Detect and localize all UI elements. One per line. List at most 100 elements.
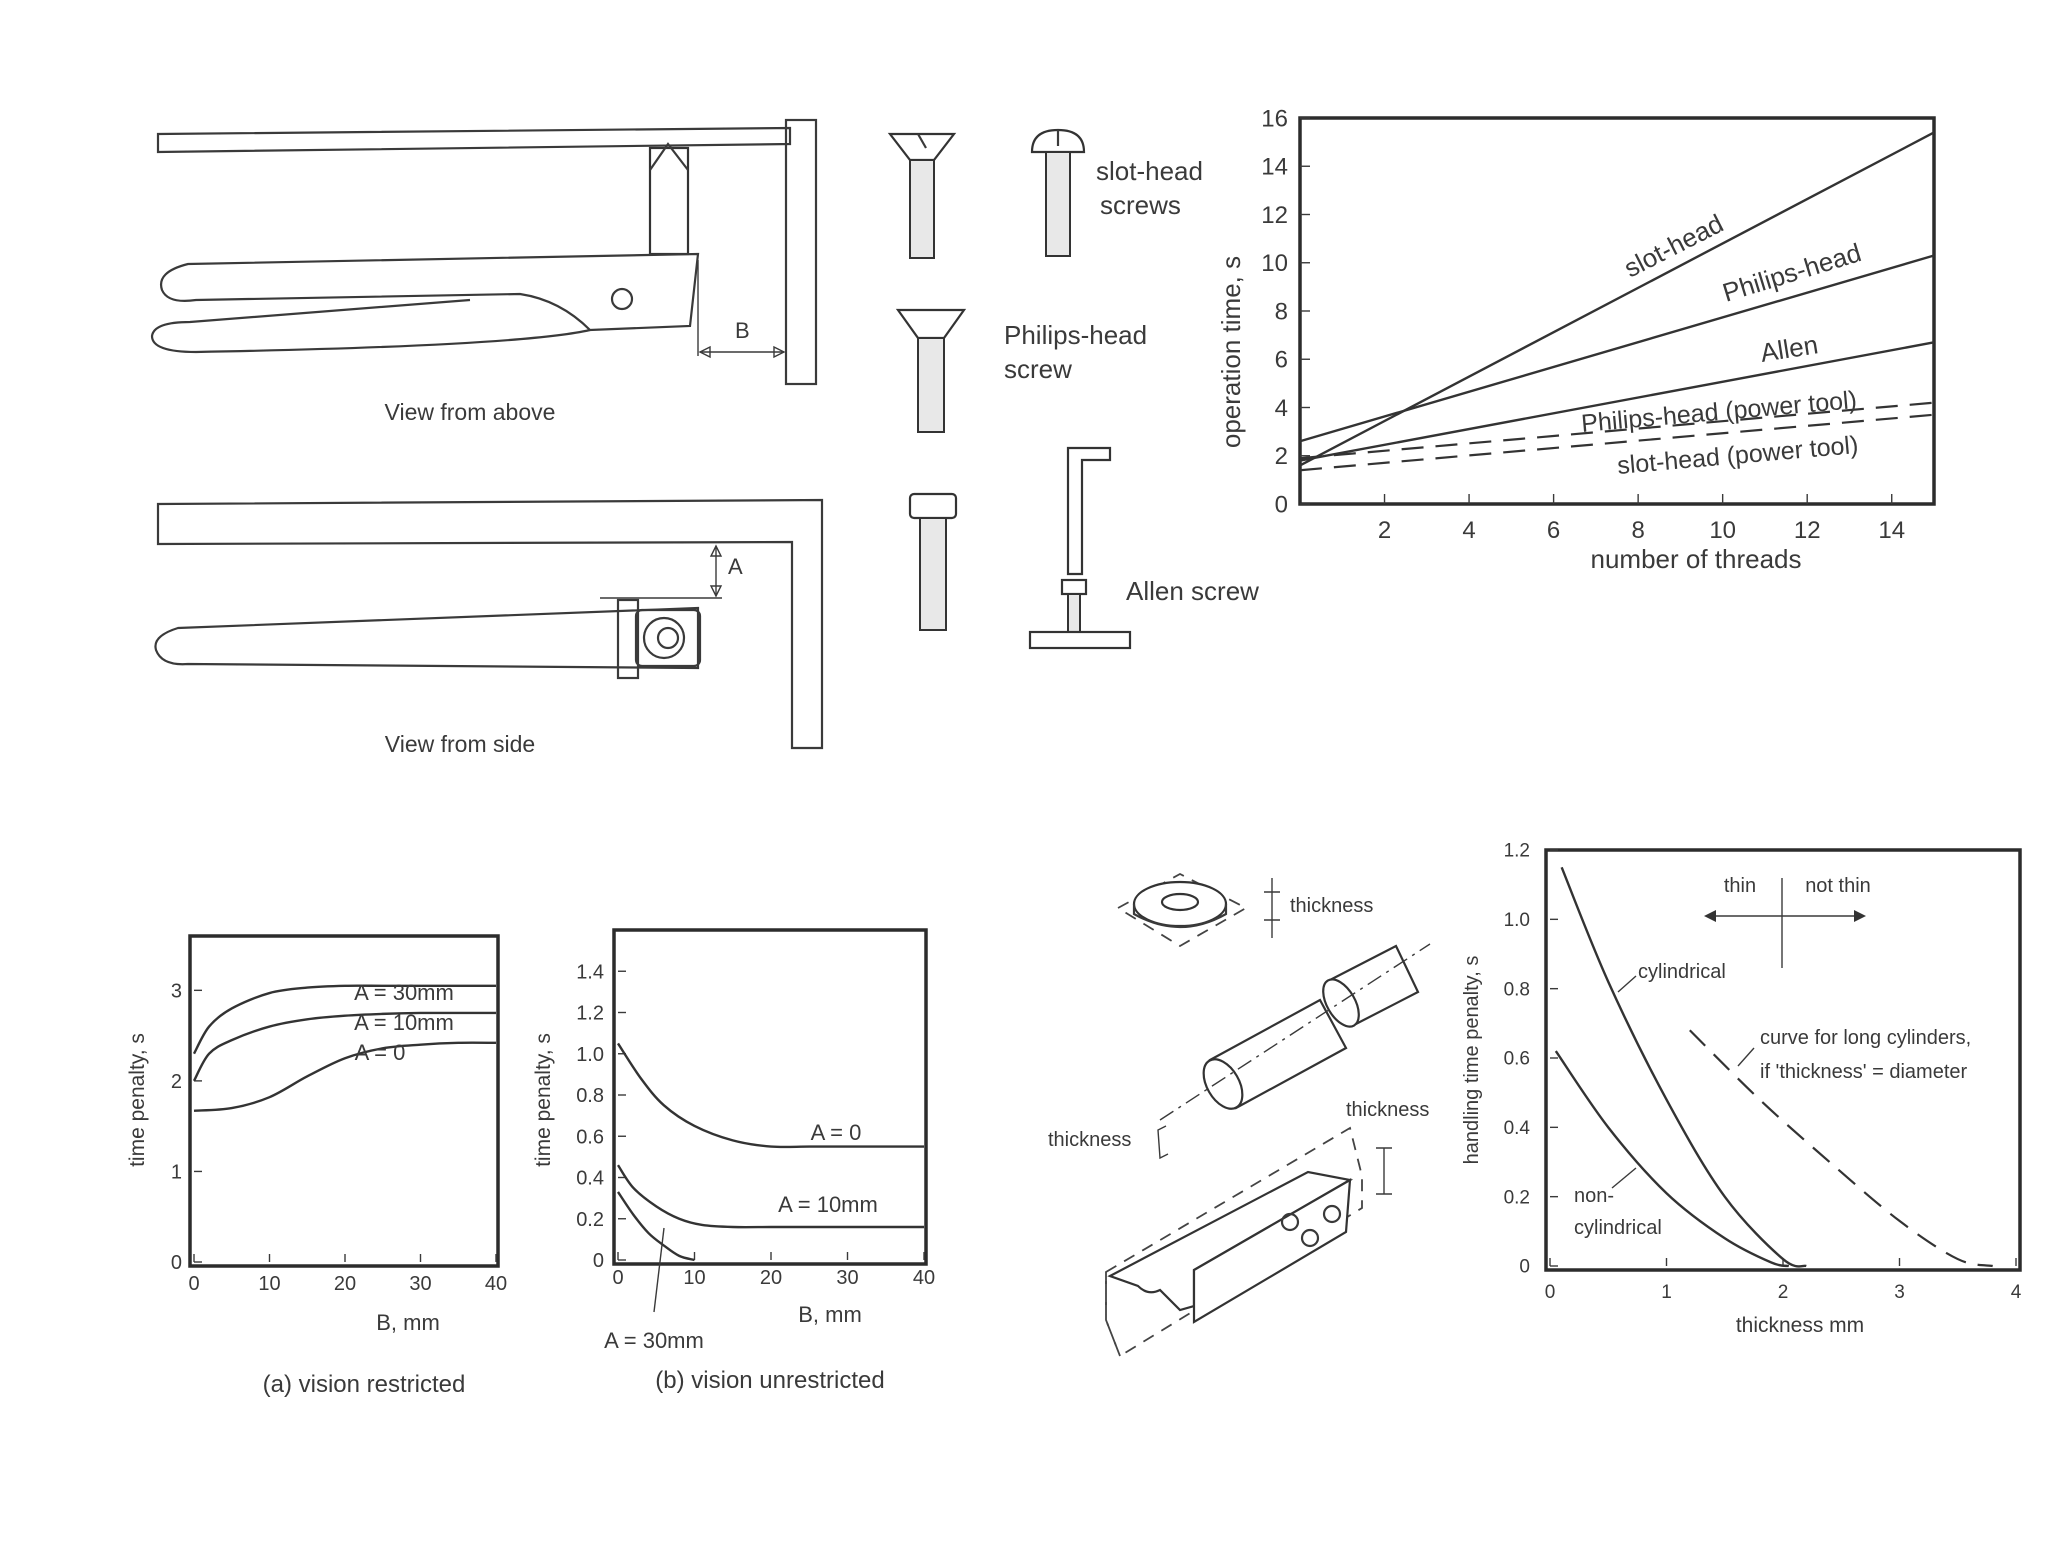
block-thickness-label: thickness — [1346, 1099, 1429, 1121]
y-tick-label: 3 — [171, 980, 182, 1002]
x-tick-label: 0 — [612, 1267, 623, 1289]
parts-panel: thickness thickness thickness — [1048, 872, 1431, 1358]
y-tick-label: 4 — [1275, 395, 1288, 422]
unrestricted-caption: (b) vision unrestricted — [655, 1367, 884, 1394]
thickness-y-ticks: 00.20.40.60.81.01.2 — [1504, 841, 1558, 1278]
series-label-allen: Allen — [1758, 329, 1820, 368]
unrestricted-label-a30: A = 30mm — [604, 1328, 704, 1353]
series-line-a-0 — [616, 1042, 924, 1149]
not-thin-label: not thin — [1805, 875, 1871, 897]
y-tick-label: 0 — [593, 1250, 604, 1272]
screws-panel: slot-head screws Philips-head screw Alle… — [887, 128, 1259, 650]
allen-key-icon — [1028, 446, 1132, 650]
y-tick-label: 6 — [1275, 347, 1288, 374]
philips-label-2: screw — [1004, 354, 1072, 384]
x-tick-label: 0 — [1545, 1282, 1556, 1303]
x-tick-label: 4 — [2011, 1282, 2022, 1303]
series-label-philips-power: Philips-head (power tool) — [1580, 386, 1858, 438]
y-tick-label: 12 — [1261, 202, 1288, 229]
noncyl-leader — [1611, 1167, 1637, 1189]
y-tick-label: 0.2 — [576, 1209, 604, 1231]
long-leader — [1737, 1047, 1755, 1067]
dim-b-label: B — [735, 318, 750, 343]
series-line-philips-head — [1299, 254, 1935, 443]
y-tick-label: 0 — [171, 1252, 182, 1274]
threads-y-label: operation time, s — [1216, 256, 1246, 448]
thin-label: thin — [1724, 875, 1756, 897]
washer-thickness-ticks — [1264, 891, 1280, 921]
series-line-curve-for-long-cylinders-if-thickness-diameter — [1689, 1029, 1993, 1268]
cylinder-part-icon — [1159, 943, 1431, 1121]
series-line-a-30mm — [192, 984, 496, 1055]
slot-head-round-screw — [1030, 128, 1086, 257]
view-above-label: View from above — [385, 399, 556, 425]
x-tick-label: 8 — [1631, 517, 1644, 544]
series-line-slot-head-power-tool — [1299, 413, 1935, 472]
x-tick-label: 10 — [258, 1273, 280, 1295]
series-line-a-0 — [193, 1041, 497, 1112]
y-tick-label: 8 — [1275, 298, 1288, 325]
series-line-allen — [1299, 341, 1935, 462]
cyl-leader — [1617, 975, 1637, 993]
slot-head-label-1: slot-head — [1096, 156, 1203, 186]
fixture-l-bracket — [156, 498, 824, 750]
x-tick-label: 30 — [409, 1273, 431, 1295]
series-line-philips-head-power-tool — [1299, 401, 1935, 460]
screw-tip — [649, 142, 689, 171]
y-tick-label: 0 — [1519, 1257, 1530, 1278]
label-long-1: curve for long cylinders, — [1760, 1027, 1971, 1049]
y-tick-label: 0.2 — [1504, 1187, 1530, 1208]
washer-thickness-label: thickness — [1290, 895, 1373, 917]
y-tick-label: 0.4 — [576, 1168, 604, 1190]
restricted-label-a30: A = 30mm — [354, 980, 454, 1005]
label-noncyl-2: cylindrical — [1574, 1217, 1662, 1239]
unrestricted-a30-leader — [653, 1227, 665, 1313]
jaw-head — [634, 608, 702, 668]
x-tick-label: 40 — [485, 1273, 507, 1295]
washer-icon — [1116, 872, 1248, 948]
y-tick-label: 14 — [1261, 154, 1288, 181]
series-line-a-10mm — [616, 1164, 924, 1229]
series-line-non-cylindrical — [1554, 1050, 1790, 1268]
y-tick-label: 1 — [171, 1161, 182, 1183]
y-tick-label: 1.2 — [576, 1003, 604, 1025]
pliers-side-body — [154, 606, 700, 670]
x-tick-label: 2 — [1778, 1282, 1789, 1303]
y-tick-label: 16 — [1261, 105, 1288, 132]
x-tick-label: 40 — [913, 1267, 935, 1289]
x-tick-label: 4 — [1462, 517, 1475, 544]
y-tick-label: 2 — [171, 1071, 182, 1093]
restricted-y-label: time penalty, s — [126, 1033, 149, 1167]
series-line-a-30mm — [617, 1191, 695, 1262]
x-tick-label: 3 — [1894, 1282, 1905, 1303]
y-tick-label: 0 — [1275, 491, 1288, 518]
unrestricted-label-a10: A = 10mm — [778, 1192, 878, 1217]
y-tick-label: 1.0 — [576, 1044, 604, 1066]
y-tick-label: 1.2 — [1504, 841, 1530, 862]
pliers-pivot — [610, 287, 634, 311]
y-tick-label: 1.0 — [1504, 910, 1530, 931]
label-cylindrical: cylindrical — [1638, 961, 1726, 983]
fixture-post — [784, 118, 818, 386]
threads-x-label: number of threads — [1590, 544, 1801, 574]
y-tick-label: 0.8 — [576, 1085, 604, 1107]
dim-b-arrows — [698, 345, 786, 359]
restricted-label-a10: A = 10mm — [354, 1010, 454, 1035]
view-side-label: View from side — [385, 731, 535, 757]
fixture-bar-top — [156, 126, 792, 154]
x-tick-label: 30 — [836, 1267, 858, 1289]
unrestricted-frame — [612, 928, 928, 1266]
unrestricted-y-ticks: 00.20.40.60.81.01.21.4 — [576, 961, 626, 1272]
thickness-frame — [1544, 848, 2022, 1272]
restricted-caption: (a) vision restricted — [263, 1371, 466, 1398]
jaw-screw-outer — [642, 616, 686, 660]
x-tick-label: 12 — [1794, 517, 1821, 544]
restricted-x-label: B, mm — [376, 1310, 440, 1335]
